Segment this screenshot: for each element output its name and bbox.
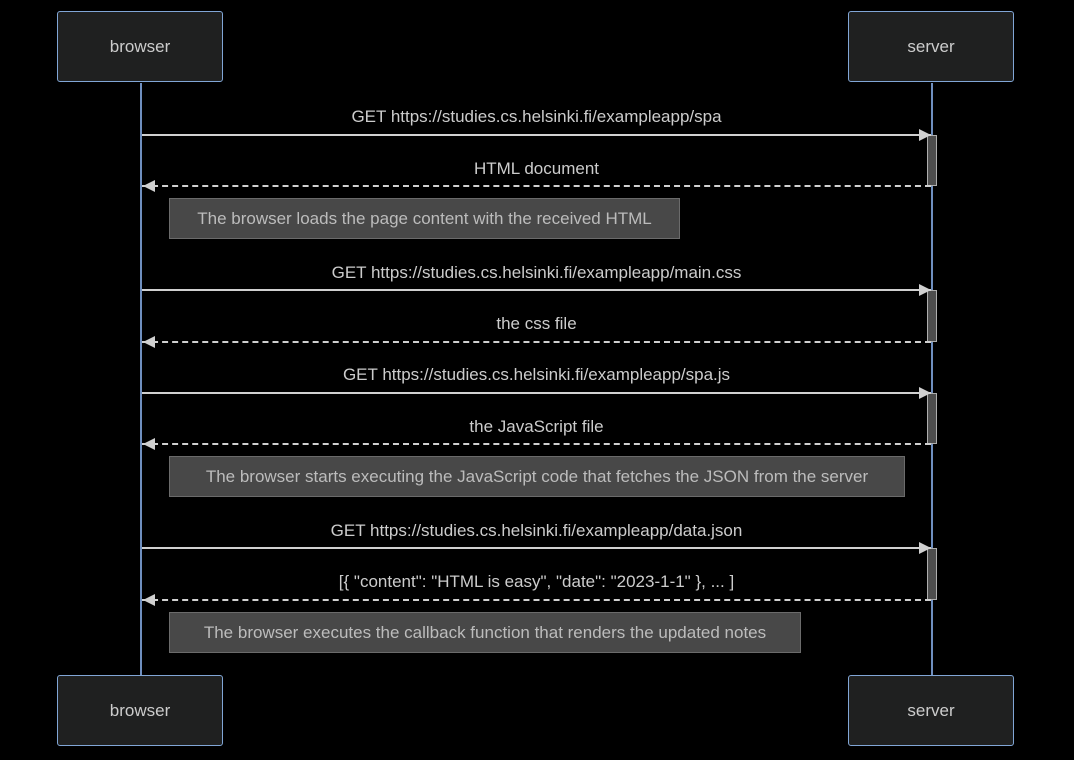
- arrowhead-html-document: [143, 180, 155, 192]
- message-label-get-spa-js: GET https://studies.cs.helsinki.fi/examp…: [342, 365, 731, 384]
- message-label-get-main-css: GET https://studies.cs.helsinki.fi/examp…: [331, 263, 742, 282]
- server-actor-bottom: server: [848, 675, 1014, 746]
- arrowhead-get-data-json: [919, 542, 931, 554]
- arrowhead-json-response: [143, 594, 155, 606]
- server-activation-js: [927, 393, 937, 444]
- message-line-get-data-json: [142, 547, 931, 549]
- server-activation-json: [927, 548, 937, 600]
- arrowhead-get-spa: [919, 129, 931, 141]
- note-starts-executing-javascript: The browser starts executing the JavaScr…: [169, 456, 905, 497]
- message-label-javascript-file: the JavaScript file: [469, 417, 604, 436]
- message-label-get-data-json: GET https://studies.cs.helsinki.fi/examp…: [330, 521, 743, 540]
- message-line-get-spa: [142, 134, 931, 136]
- browser-lifeline: [140, 83, 142, 676]
- message-line-get-spa-js: [142, 392, 931, 394]
- message-label-get-spa: GET https://studies.cs.helsinki.fi/examp…: [351, 107, 722, 126]
- note-loads-page-content: The browser loads the page content with …: [169, 198, 680, 239]
- server-activation-css: [927, 290, 937, 342]
- arrowhead-get-main-css: [919, 284, 931, 296]
- arrowhead-get-spa-js: [919, 387, 931, 399]
- message-line-json-response: [142, 599, 931, 601]
- message-line-get-main-css: [142, 289, 931, 291]
- browser-actor-top: browser: [57, 11, 223, 82]
- arrowhead-javascript-file: [143, 438, 155, 450]
- message-label-json-response: [{ "content": "HTML is easy", "date": "2…: [338, 572, 735, 591]
- message-label-css-file: the css file: [496, 314, 577, 333]
- server-lifeline: [931, 83, 933, 676]
- note-executes-callback: The browser executes the callback functi…: [169, 612, 801, 653]
- message-line-css-file: [142, 341, 931, 343]
- message-line-javascript-file: [142, 443, 931, 445]
- server-activation-spa: [927, 135, 937, 186]
- message-label-html-document: HTML document: [473, 159, 600, 178]
- arrowhead-css-file: [143, 336, 155, 348]
- browser-actor-bottom: browser: [57, 675, 223, 746]
- server-actor-top: server: [848, 11, 1014, 82]
- message-line-html-document: [142, 185, 931, 187]
